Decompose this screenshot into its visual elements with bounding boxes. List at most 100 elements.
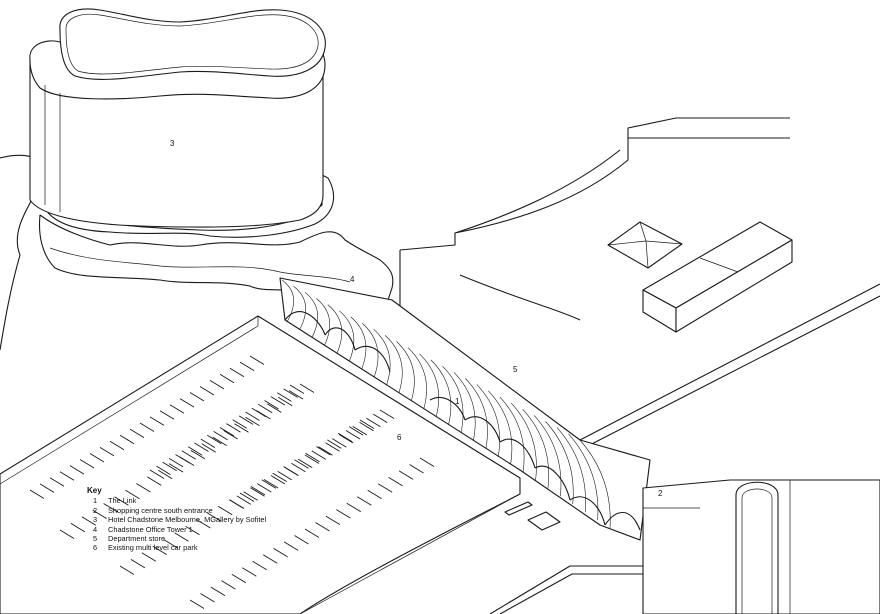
pyramid-ridges [607, 221, 683, 269]
bay-line [372, 413, 388, 423]
bay-line [168, 463, 184, 473]
bay-line [149, 469, 165, 479]
bay-line [221, 580, 236, 590]
hotel-tower-facade-line [44, 85, 61, 212]
bay-line [190, 450, 206, 460]
canopy-rib [453, 372, 476, 441]
bay-line [236, 495, 252, 505]
bay-line [284, 466, 299, 477]
hotel-tower-roof [59, 8, 326, 80]
bay-line [291, 462, 306, 473]
bay-line [352, 426, 367, 436]
bay-line [226, 423, 241, 433]
bay-line [257, 403, 273, 414]
canopy-rib [281, 279, 294, 323]
bay-line [169, 404, 185, 414]
bay-line [267, 403, 282, 413]
bay-line [130, 559, 146, 569]
bay-line [119, 434, 135, 445]
bay-line [288, 390, 304, 400]
bay-line [239, 492, 255, 502]
bay-line [249, 355, 265, 365]
bay-line [327, 439, 342, 449]
canopy-rib [510, 402, 537, 481]
bay-line [239, 361, 255, 371]
bay-line [199, 386, 215, 396]
bay-line [299, 383, 315, 393]
carpark-deck-edge [0, 316, 521, 614]
callout-4: 4 [350, 275, 355, 284]
canopy-rib [384, 335, 403, 394]
bay-line [59, 471, 75, 481]
bay-line [163, 539, 178, 549]
canopy-rib [407, 347, 427, 410]
bay-line [270, 396, 286, 406]
canopy-rib [533, 415, 562, 497]
bay-line [318, 446, 333, 456]
canopy-rib [373, 328, 391, 386]
street-furniture [527, 511, 561, 531]
hotel-podium-outline [38, 214, 394, 301]
key-item: 6 Existing multi level car park [87, 543, 266, 552]
bay-line [379, 409, 395, 419]
canopy-rib [522, 408, 549, 489]
bay-line [174, 532, 189, 542]
road-curve-upper [399, 117, 790, 330]
bay-line [264, 400, 279, 410]
bay-line [141, 552, 157, 562]
bay-line [59, 529, 75, 539]
bay-line [156, 465, 171, 475]
bay-line [232, 419, 247, 429]
key-item-label: The Link [108, 496, 137, 506]
key-item: 1 The Link [87, 496, 266, 505]
bay-line [81, 516, 97, 526]
hotel-podium-ring [39, 174, 335, 238]
entrance-arch [735, 481, 779, 614]
hotel-tower-body [29, 59, 324, 228]
canopy-rib [362, 322, 379, 378]
bay-line [388, 477, 403, 487]
callout-3: 3 [170, 139, 175, 148]
key-item-label: Existing multi level car park [108, 543, 198, 553]
bay-line [119, 565, 135, 575]
bay-line [294, 535, 309, 545]
key-item-number: 4 [93, 524, 98, 534]
bay-line [168, 458, 184, 468]
bay-line [289, 384, 305, 394]
key-item: 3 Hotel Chadstone Melbourne, MGallery by… [87, 515, 266, 524]
bay-line [409, 464, 424, 474]
canopy-rib [545, 421, 574, 505]
bay-line [252, 560, 267, 571]
bay-line [212, 436, 227, 446]
bay-line [159, 410, 175, 420]
bay-line [257, 483, 272, 493]
bay-line [69, 465, 85, 475]
bay-line [297, 458, 313, 468]
bay-line [262, 554, 278, 564]
bay-line [231, 573, 247, 584]
key-item-label: Chadstone Office Tower 1 [108, 524, 193, 534]
bay-line [250, 486, 266, 496]
bay-line [196, 519, 211, 529]
bay-line [283, 541, 299, 551]
bay-line [325, 515, 341, 525]
bay-line [223, 430, 238, 440]
bay-line [49, 477, 65, 487]
bay-line [277, 471, 292, 481]
bay-line [29, 489, 45, 499]
south-entrance-inner [643, 480, 791, 614]
bay-line [89, 453, 105, 463]
bay-line [103, 503, 118, 513]
canopy-rib [350, 316, 367, 370]
bay-line [229, 499, 245, 509]
bay-line [175, 454, 190, 464]
bay-line [304, 528, 320, 538]
bay-line [250, 487, 265, 497]
entrance-arch-inner [741, 488, 773, 614]
key-item-number: 2 [93, 505, 98, 515]
bay-line [219, 427, 235, 437]
bay-line [367, 489, 382, 500]
bay-line [332, 438, 347, 448]
canopy-rib [419, 353, 439, 418]
key-item-number: 3 [93, 515, 98, 525]
